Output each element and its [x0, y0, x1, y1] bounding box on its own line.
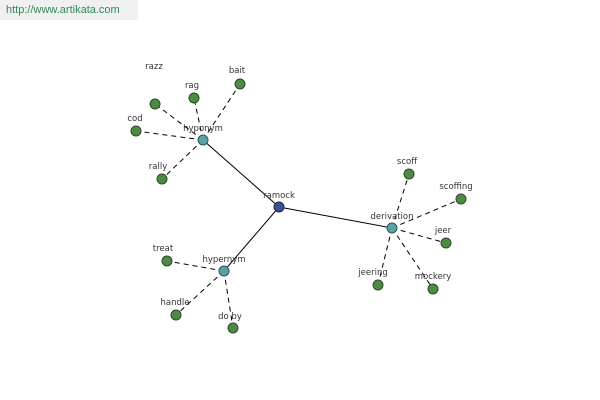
node-treat[interactable]: [161, 255, 173, 267]
label-treat: treat: [153, 244, 174, 254]
label-bait: bait: [229, 66, 246, 76]
edge-hyponym-rally: [161, 139, 204, 180]
edge-hypernym-do-by: [223, 270, 234, 329]
label-hyponym: hyponym: [183, 124, 223, 134]
label-derivation: derivation: [370, 212, 413, 222]
label-jeer: jeer: [434, 226, 452, 236]
label-scoffing: scoffing: [439, 182, 472, 192]
labels-layer: razz rag bait cod rally hyponym scoff scoffing j…: [127, 62, 472, 322]
edge-hyponym-rag: [193, 97, 204, 141]
node-rag[interactable]: [188, 92, 200, 104]
node-jeering[interactable]: [372, 279, 384, 291]
label-scoff: scoff: [397, 157, 418, 167]
edge-root-hyponym: [202, 139, 280, 208]
node-scoff[interactable]: [403, 168, 415, 180]
edge-derivation-mockery: [391, 227, 434, 290]
label-rally: rally: [149, 162, 167, 172]
node-handle[interactable]: [170, 309, 182, 321]
edge-derivation-scoffing: [391, 198, 462, 229]
node-scoffing[interactable]: [455, 193, 467, 205]
node-rally[interactable]: [156, 173, 168, 185]
label-rag: rag: [185, 81, 199, 91]
label-razz: razz: [145, 62, 163, 72]
node-bait[interactable]: [234, 78, 246, 90]
node-derivation[interactable]: [386, 222, 398, 234]
node-hypernym[interactable]: [218, 265, 230, 277]
node-hyponym[interactable]: [197, 134, 209, 146]
label-hypernym: hypernym: [202, 255, 245, 265]
edge-root-hypernym: [223, 206, 280, 272]
edge-hypernym-handle: [175, 270, 225, 316]
edge-derivation-scoff: [391, 173, 410, 229]
label-cod: cod: [127, 114, 142, 124]
node-mockery[interactable]: [427, 283, 439, 295]
node-razz[interactable]: [149, 98, 161, 110]
edge-hyponym-bait: [202, 83, 241, 141]
nodes-layer: [130, 78, 467, 334]
label-jeering: jeering: [357, 268, 387, 278]
label-mockery: mockery: [415, 272, 452, 282]
edge-hyponym-razz: [154, 103, 204, 141]
label-root-ramock: ramock: [263, 191, 295, 201]
label-do-by: do by: [218, 312, 242, 322]
node-cod[interactable]: [130, 125, 142, 137]
node-jeer[interactable]: [440, 237, 452, 249]
node-root-ramock[interactable]: [273, 201, 285, 213]
edge-hyponym-cod: [135, 130, 204, 141]
node-do-by[interactable]: [227, 322, 239, 334]
label-handle: handle: [161, 298, 190, 308]
edges-layer: [135, 83, 462, 329]
edge-derivation-jeering: [377, 227, 393, 286]
edge-root-derivation: [278, 206, 393, 229]
edge-hypernym-treat: [166, 260, 225, 272]
watermark-url[interactable]: http://www.artikata.com: [0, 0, 138, 20]
edge-derivation-jeer: [391, 227, 447, 244]
